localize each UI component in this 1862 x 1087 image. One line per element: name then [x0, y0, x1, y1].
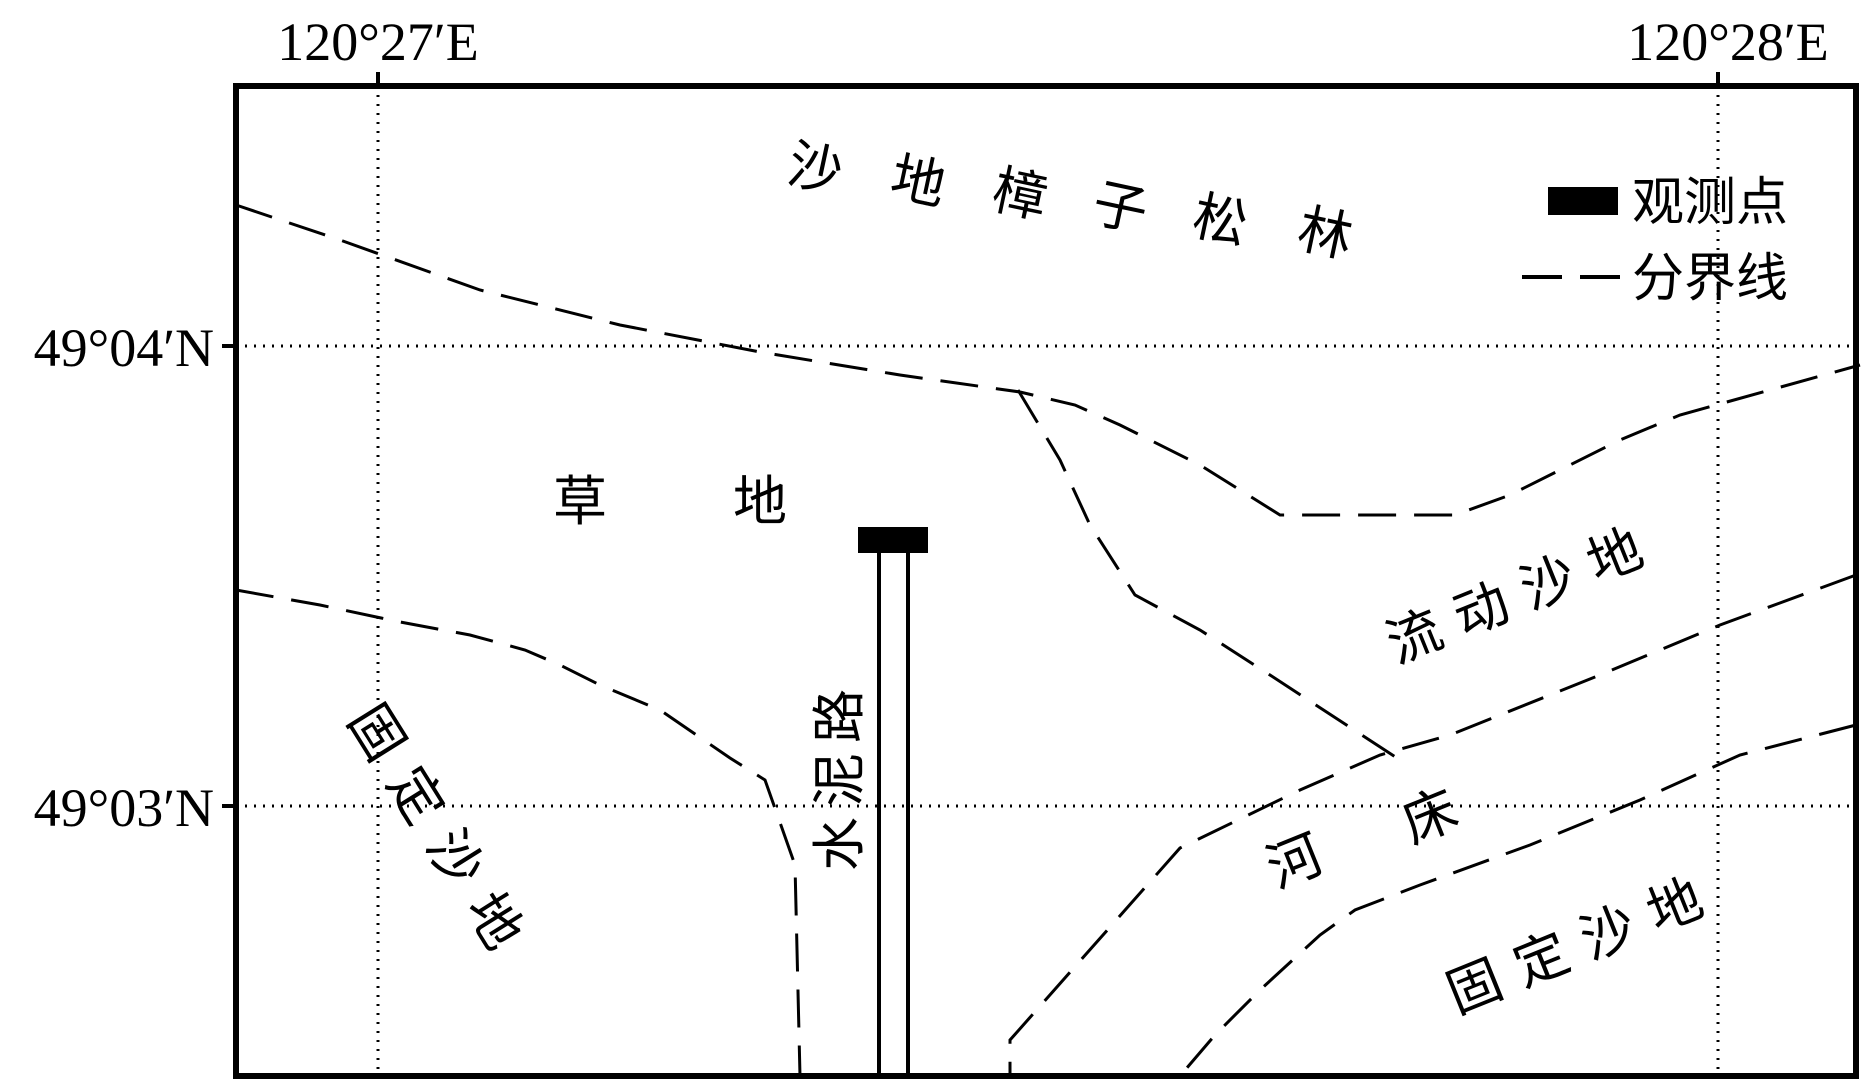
forest-char-6: 林	[1292, 197, 1358, 270]
map-frame	[233, 83, 1859, 1079]
cement-road-label: 水泥路	[808, 679, 871, 871]
cement-road	[877, 550, 910, 1076]
forest-char-4: 子	[1087, 171, 1153, 244]
region-label-fixed-sand-right: 固定沙地	[1438, 860, 1729, 1026]
forest-boundary	[235, 203, 1861, 517]
region-label-riverbed: 河 床	[1258, 777, 1467, 901]
region-label-flowing-sand: 流动沙地	[1378, 510, 1669, 676]
boundary-lines	[235, 203, 1861, 1077]
riverbed-char-1: 河	[1258, 822, 1332, 901]
river-upper-boundary	[1008, 573, 1857, 1076]
lon-label-120-27: 120°27′E	[277, 12, 478, 72]
lat-label-49-04: 49°04′N	[34, 318, 214, 378]
grassland-char-1: 草	[553, 470, 607, 533]
region-label-zhangzisong-forest: 沙 地 樟 子 松 林	[782, 132, 1358, 270]
tick-marks	[222, 72, 1720, 808]
legend-observation-swatch	[1548, 187, 1618, 215]
forest-char-1: 沙	[782, 132, 848, 205]
legend-observation-label: 观测点	[1632, 173, 1788, 233]
fixed-sand-left-boundary	[235, 588, 802, 1077]
forest-char-5: 松	[1187, 184, 1253, 257]
forest-char-3: 樟	[987, 158, 1053, 231]
lon-label-120-28: 120°28′E	[1627, 12, 1828, 72]
river-lower-boundary	[1178, 723, 1857, 1077]
observation-point-marker	[858, 527, 928, 553]
grassland-char-2: 地	[733, 470, 787, 533]
forest-char-2: 地	[885, 145, 951, 218]
riverbed-char-2: 床	[1393, 777, 1467, 856]
region-label-fixed-sand-left: 固定沙地	[336, 693, 546, 977]
lat-label-49-03: 49°03′N	[34, 778, 214, 838]
graticule	[236, 86, 1856, 1076]
grass-flowing-boundary	[1016, 389, 1401, 762]
legend-boundary-label: 分界线	[1632, 249, 1788, 309]
legend: 观测点 分界线	[1522, 173, 1788, 309]
region-label-grassland: 草 地	[553, 470, 787, 533]
